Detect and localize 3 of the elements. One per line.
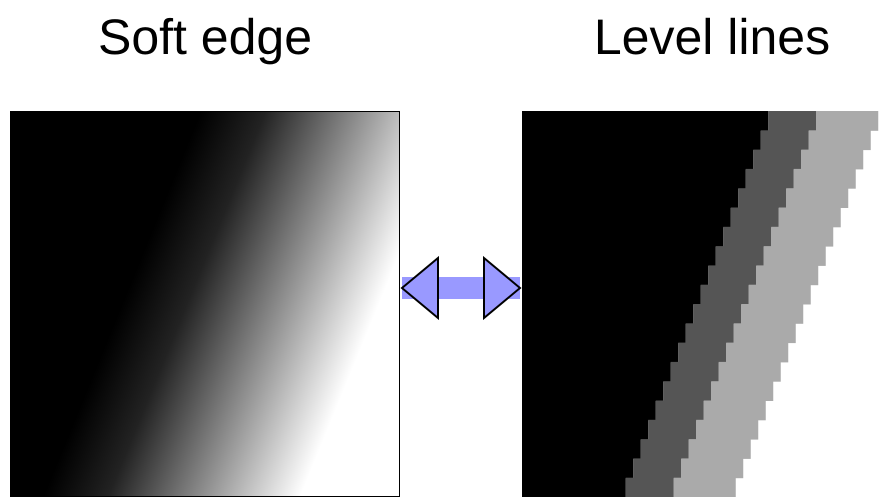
double-arrow (401, 257, 521, 319)
heading: Level lines (592, 8, 832, 66)
heading: Soft edge (96, 8, 314, 66)
